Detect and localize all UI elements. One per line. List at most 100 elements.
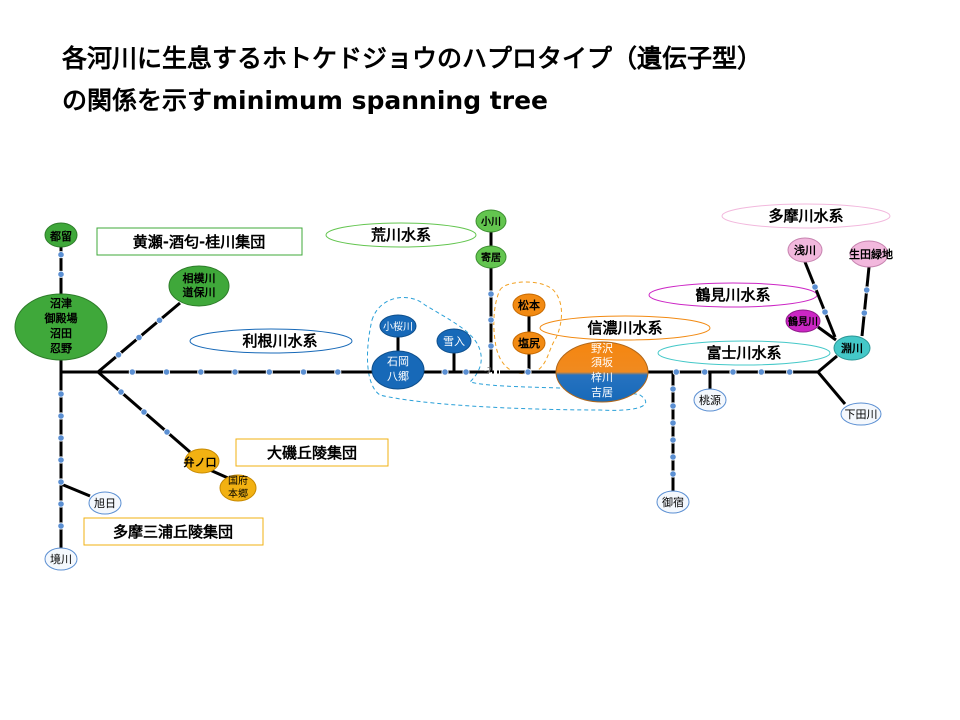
intermediate-dot — [487, 342, 495, 350]
intermediate-dot — [57, 270, 65, 278]
svg-text:梓川: 梓川 — [591, 370, 613, 384]
system-label-shinano: 信濃川水系 — [587, 319, 662, 337]
intermediate-dot — [669, 419, 677, 427]
svg-text:御宿: 御宿 — [662, 495, 684, 509]
group-frame-kise — [96, 227, 303, 256]
node-mishuku: 御宿 — [656, 490, 690, 514]
node-sakai: 境川 — [44, 547, 78, 571]
group-and-system-frames: 黄瀬-酒匂-桂川集団 大磯丘陵集団 多摩三浦丘陵集団 荒川水系 利根川水系 信濃… — [83, 203, 891, 546]
group-label-oiso: 大磯丘陵集団 — [267, 444, 357, 462]
svg-text:小川: 小川 — [480, 215, 501, 228]
intermediate-dot — [786, 368, 794, 376]
intermediate-dot — [117, 388, 125, 396]
intermediate-dot — [197, 368, 205, 376]
intermediate-dot — [155, 316, 164, 324]
tree-edge-21 — [817, 354, 838, 374]
intermediate-dot — [334, 368, 342, 376]
svg-text:浅川: 浅川 — [794, 243, 816, 257]
tree-edge-3 — [60, 482, 91, 498]
intermediate-dot — [114, 351, 123, 359]
system-oval-tamagawa — [721, 203, 891, 229]
intermediate-dot — [57, 434, 65, 442]
node-numazu-cluster: 沼津 御殿場 沼田 忍野 — [14, 293, 108, 361]
system-label-arakawa: 荒川水系 — [371, 226, 431, 244]
intermediate-dot — [162, 368, 171, 376]
tree-edge-25 — [817, 325, 837, 342]
system-oval-fuji — [657, 340, 831, 366]
svg-text:寄居: 寄居 — [481, 251, 501, 264]
intermediate-dot — [128, 368, 136, 376]
svg-text:八郷: 八郷 — [387, 369, 409, 383]
intermediate-dot — [462, 368, 470, 376]
tree-edge-7 — [209, 468, 229, 480]
group-frame-oiso — [235, 438, 389, 467]
intermediate-dot — [57, 500, 65, 508]
system-label-tone: 利根川水系 — [242, 332, 317, 350]
svg-text:相模川: 相模川 — [183, 271, 216, 285]
intermediate-dot — [57, 390, 65, 398]
node-yukiiri: 雪入 — [436, 328, 472, 354]
svg-text:弁ノ口: 弁ノ口 — [184, 455, 217, 469]
intermediate-dot — [299, 368, 308, 376]
node-matsumoto: 松本 — [512, 293, 546, 317]
system-label-tsurumi: 鶴見川水系 — [695, 286, 770, 304]
node-kokufu: 国府 本郷 — [219, 474, 257, 502]
node-asakawa: 浅川 — [787, 237, 823, 263]
node-momogen: 桃源 — [693, 388, 727, 412]
svg-text:都留: 都留 — [49, 229, 72, 243]
svg-text:御殿場: 御殿場 — [44, 311, 78, 325]
intermediate-dot — [729, 368, 737, 376]
svg-text:本郷: 本郷 — [228, 487, 248, 500]
svg-text:石岡: 石岡 — [387, 355, 409, 368]
svg-text:野沢: 野沢 — [591, 341, 613, 355]
svg-text:桃源: 桃源 — [699, 393, 721, 407]
svg-text:松本: 松本 — [518, 298, 540, 312]
system-label-tamagawa: 多摩川水系 — [768, 207, 843, 225]
shinano-dashed-outline — [493, 281, 562, 375]
tree-edge-24 — [860, 266, 871, 337]
group-label-kise: 黄瀬-酒匂-桂川集団 — [133, 233, 265, 251]
svg-text:雪入: 雪入 — [443, 335, 465, 348]
intermediate-dot — [701, 368, 709, 376]
connector-label: -2 — [484, 366, 492, 375]
node-yorii: 寄居 — [475, 245, 507, 269]
node-kanagawa: 淵川 — [833, 335, 871, 361]
system-oval-tone — [189, 328, 353, 354]
svg-text:境川: 境川 — [50, 552, 72, 566]
svg-text:小桜川: 小桜川 — [383, 320, 413, 333]
node-sagami: 相模川 道保川 — [168, 265, 230, 307]
intermediate-dot — [821, 308, 829, 316]
intermediate-dot — [487, 316, 495, 324]
svg-text:塩尻: 塩尻 — [518, 336, 540, 350]
node-tsuru: 都留 — [44, 222, 78, 248]
intermediate-dot — [672, 368, 680, 376]
svg-text:道保川: 道保川 — [183, 285, 216, 299]
page-title: 各河川に生息するホトケドジョウのハプロタイプ（遺伝子型） の関係を示すminim… — [62, 38, 942, 122]
intermediate-dot — [863, 286, 871, 294]
group-label-tama-miura: 多摩三浦丘陵集団 — [113, 523, 233, 541]
intermediate-dot — [163, 428, 171, 436]
svg-text:忍野: 忍野 — [50, 342, 72, 355]
node-kozakura: 小桜川 — [379, 314, 417, 338]
intermediate-dot — [669, 436, 677, 444]
intermediate-dot — [524, 368, 532, 376]
node-ikuta: 生田緑地 — [849, 240, 893, 268]
svg-text:鶴見川: 鶴見川 — [788, 315, 818, 328]
svg-text:沼田: 沼田 — [50, 326, 72, 340]
node-shimotagawa: 下田川 — [840, 402, 882, 426]
intermediate-dot — [265, 368, 273, 376]
system-oval-shinano — [539, 315, 711, 341]
svg-text:吉居: 吉居 — [591, 386, 613, 399]
intermediate-dot — [860, 309, 868, 317]
svg-text:旭日: 旭日 — [94, 496, 116, 510]
intermediate-dot — [757, 368, 765, 376]
intermediate-dot — [57, 456, 65, 464]
node-tsurumi: 鶴見川 — [785, 309, 821, 333]
group-frame-tama-miura — [83, 517, 264, 546]
intermediate-dot — [57, 251, 65, 259]
node-bennokuchi: 弁ノ口 — [184, 448, 220, 474]
svg-text:下田川: 下田川 — [845, 408, 878, 421]
svg-text:淵川: 淵川 — [841, 341, 863, 355]
node-ishioka: 石岡 八郷 — [371, 350, 425, 390]
